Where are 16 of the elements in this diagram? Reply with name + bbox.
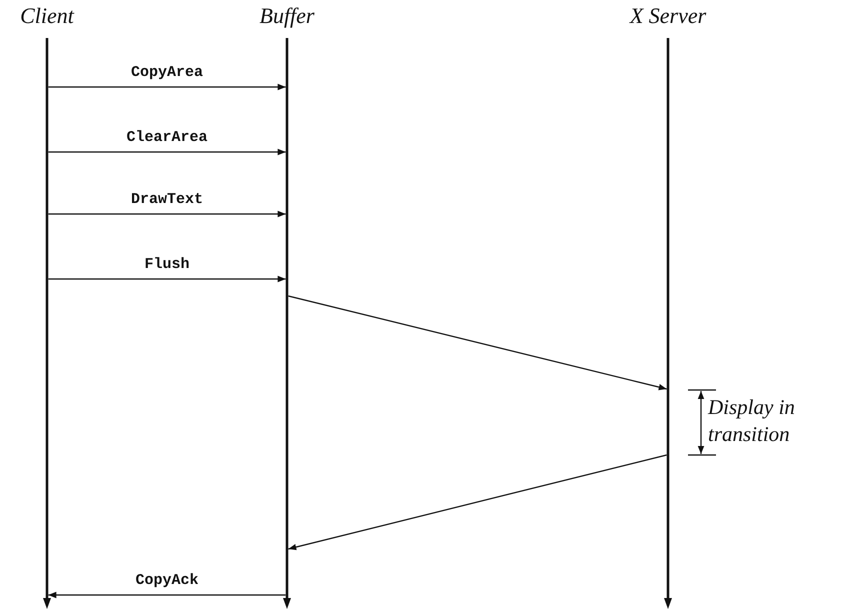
edge-label: CopyAck [136,572,198,589]
message-arrow [48,276,286,282]
edge-label: Flush [144,256,190,273]
edge-label: CopyArea [131,64,203,81]
annotation-text: Display in transition [708,394,796,448]
lifeline-header: X Server [630,2,706,30]
edge-label: ClearArea [126,129,208,146]
lifeline-header: Buffer [260,2,314,30]
message-arrow [48,592,286,598]
message-arrow [288,295,667,390]
edge-label: DrawText [131,191,203,208]
message-arrow [288,454,667,550]
message-arrow [48,210,286,218]
lifeline-header: Client [20,2,74,30]
message-arrow [48,148,286,156]
message-arrow [48,84,286,90]
